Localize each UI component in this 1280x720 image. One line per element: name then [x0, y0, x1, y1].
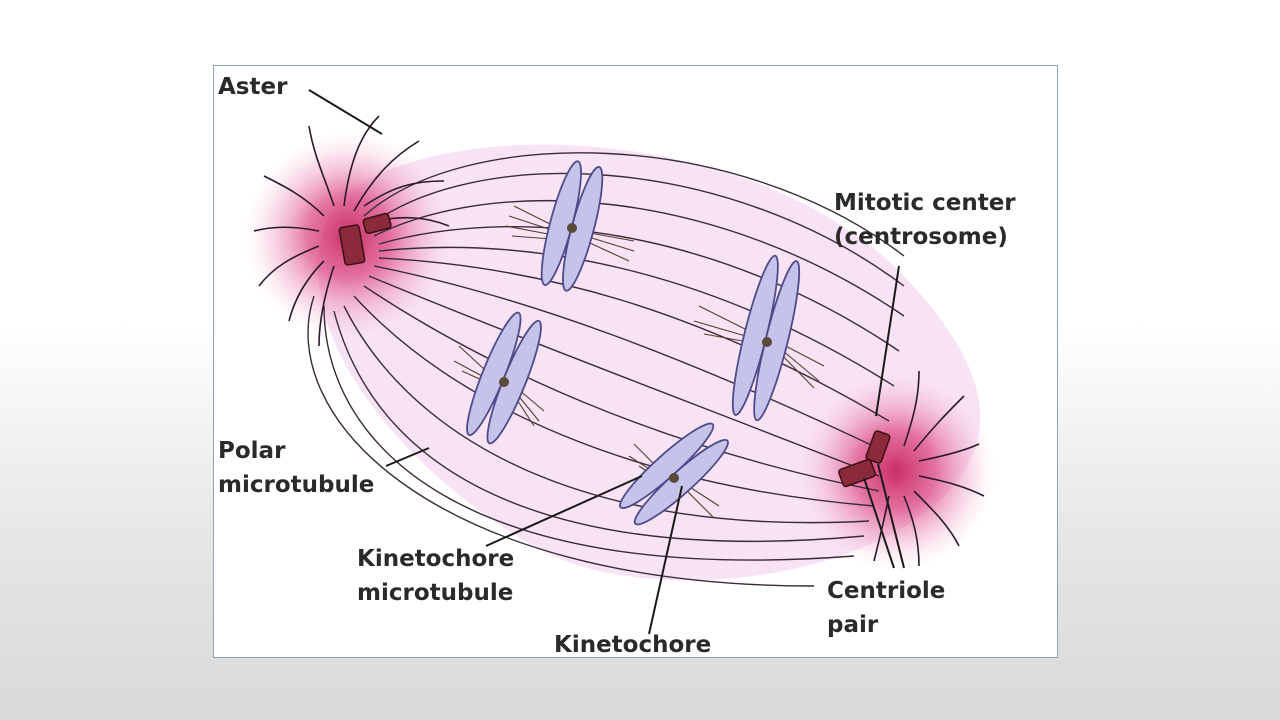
- label-centriole-1: Centriole: [827, 578, 945, 604]
- centriole-right-2: [838, 458, 876, 488]
- centriole-left-1: [338, 224, 366, 266]
- label-mitotic-center-2: (centrosome): [834, 224, 1008, 250]
- kinetochore-2: [499, 377, 509, 387]
- chromosome-1: [505, 160, 635, 292]
- chromosome-3: [693, 254, 825, 422]
- label-kinetochore-mt-2: microtubule: [357, 580, 513, 606]
- label-kinetochore: Kinetochore: [554, 632, 711, 658]
- label-polar-1: Polar: [218, 438, 286, 464]
- label-kinetochore-mt-1: Kinetochore: [357, 546, 514, 572]
- chromosome-4: [619, 422, 729, 526]
- centriole-pair-right: [838, 430, 891, 488]
- label-polar-2: microtubule: [218, 472, 374, 498]
- leader-kinetochore-mt: [485, 475, 643, 547]
- leader-lines: [308, 89, 905, 635]
- leader-mitotic-center: [875, 265, 900, 417]
- leader-kinetochore: [648, 485, 683, 635]
- kinetochore-4: [669, 473, 679, 483]
- label-mitotic-center-1: Mitotic center: [834, 190, 1016, 216]
- chromosome-2: [453, 311, 545, 445]
- label-centriole-2: pair: [827, 612, 879, 638]
- spindle-fibers: [307, 152, 905, 587]
- leader-polar: [385, 447, 430, 467]
- kinetochore-3: [762, 337, 772, 347]
- leader-aster: [308, 89, 383, 135]
- centriole-pair-left: [338, 212, 392, 266]
- aster-rays-left: [253, 115, 450, 347]
- mitotic-spindle-figure: Aster Mitotic center (centrosome) Polar …: [213, 65, 1058, 658]
- centriole-right-1: [865, 430, 891, 464]
- centriole-left-2: [362, 212, 392, 235]
- leader-centriole-1: [877, 463, 905, 569]
- leader-centriole-2: [863, 477, 895, 569]
- kinetochore-1: [567, 223, 577, 233]
- aster-glow-right: [796, 371, 996, 571]
- mitotic-spindle-diagram: Aster Mitotic center (centrosome) Polar …: [218, 74, 1016, 658]
- label-aster: Aster: [218, 74, 288, 100]
